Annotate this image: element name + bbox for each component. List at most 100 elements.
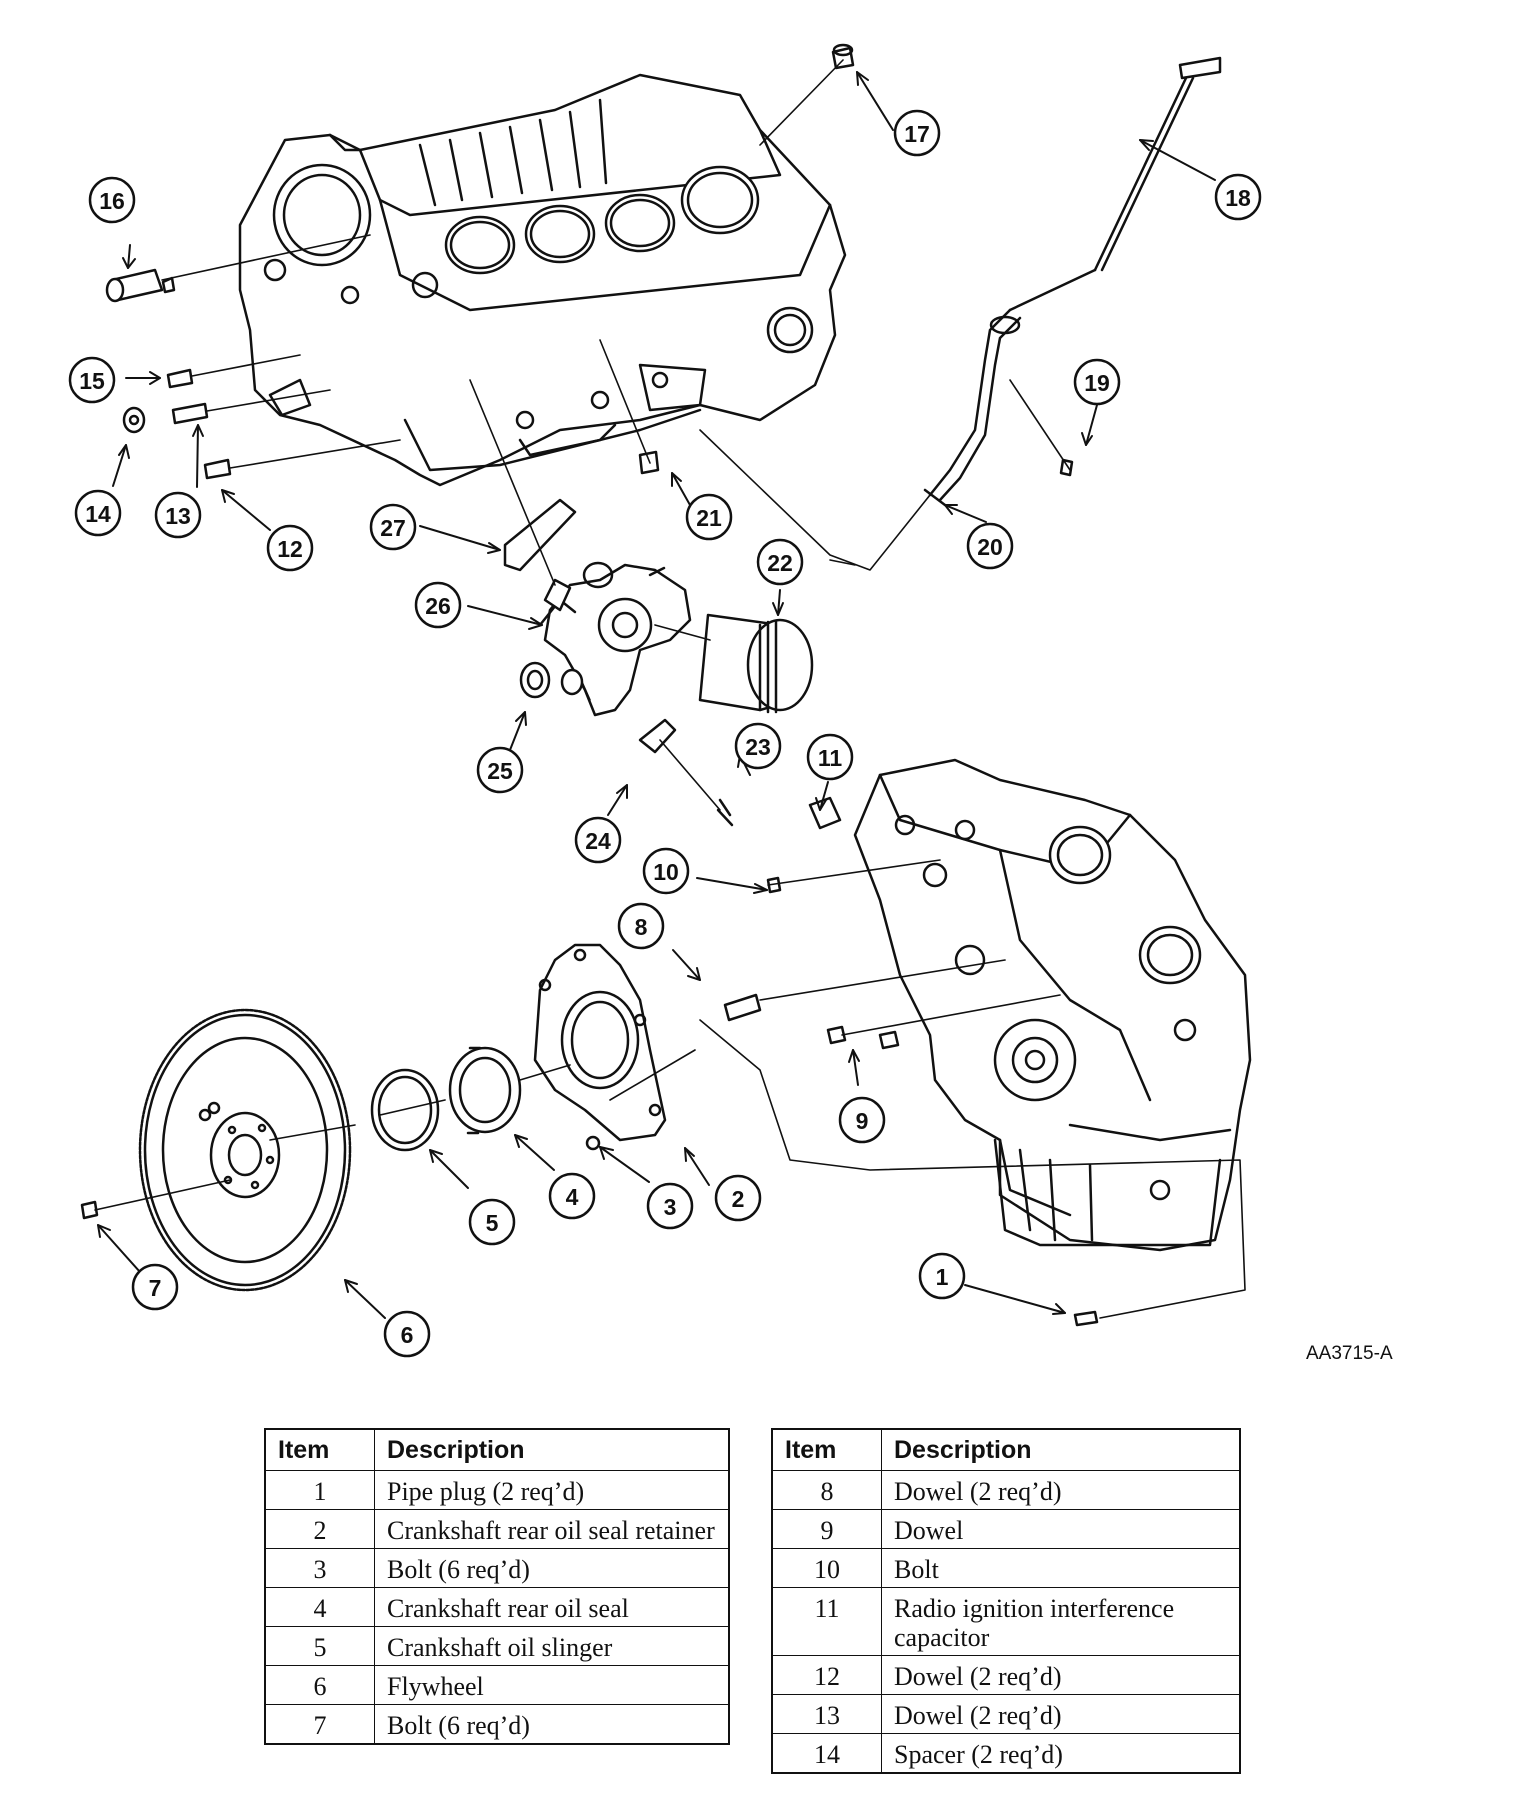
callout-label: 4 — [566, 1184, 579, 1210]
callout-label: 5 — [486, 1210, 499, 1236]
callout-4: 4 — [548, 1172, 596, 1220]
rear-seal-retainer — [533, 943, 667, 1142]
table-row: 5 Crankshaft oil slinger — [264, 1626, 730, 1666]
callout-label: 23 — [745, 734, 771, 760]
callout-label: 25 — [487, 758, 513, 784]
callout-20: 20 — [966, 522, 1014, 570]
oil-filter — [698, 613, 814, 714]
item-number: 8 — [771, 1470, 882, 1510]
callout-label: 19 — [1084, 370, 1110, 396]
callout-label: 14 — [85, 501, 111, 527]
item-number: 10 — [771, 1548, 882, 1588]
callout-14: 14 — [74, 489, 122, 537]
item-description: Bolt (6 req’d) — [374, 1548, 730, 1588]
callout-label: 6 — [401, 1322, 414, 1348]
callout-arrows — [97, 71, 1216, 1319]
callout-27: 27 — [369, 503, 417, 551]
item-description: Crankshaft rear oil seal retainer — [374, 1509, 730, 1549]
callout-1: 1 — [918, 1252, 966, 1300]
callout-22: 22 — [756, 538, 804, 586]
callout-label: 9 — [856, 1108, 869, 1134]
item-description: Dowel — [881, 1509, 1241, 1549]
callout-24: 24 — [574, 816, 622, 864]
callout-23: 23 — [734, 722, 782, 770]
description-column-header: Description — [881, 1428, 1241, 1471]
dipstick-tube — [923, 308, 1022, 507]
table-row: 4 Crankshaft rear oil seal — [264, 1587, 730, 1627]
item-number: 14 — [771, 1733, 882, 1774]
item-description: Crankshaft rear oil seal — [374, 1587, 730, 1627]
item-description: Dowel (2 req’d) — [881, 1470, 1241, 1510]
item-description: Bolt — [881, 1548, 1241, 1588]
item-number: 6 — [264, 1665, 375, 1705]
callout-label: 13 — [165, 503, 191, 529]
lower-engine-block — [853, 758, 1252, 1252]
table-row: 6 Flywheel — [264, 1665, 730, 1705]
callout-3: 3 — [646, 1182, 694, 1230]
callout-17: 17 — [893, 109, 941, 157]
callout-label: 22 — [767, 550, 793, 576]
item-description: Spacer (2 req’d) — [881, 1733, 1241, 1774]
callout-label: 12 — [277, 536, 303, 562]
callout-label: 18 — [1225, 185, 1251, 211]
callout-label: 10 — [653, 859, 679, 885]
adapter-gasket — [503, 498, 577, 612]
callout-2: 2 — [714, 1174, 762, 1222]
callout-16: 16 — [88, 176, 136, 224]
callout-label: 24 — [585, 828, 611, 854]
upper-engine-block — [238, 73, 847, 487]
small-parts — [80, 43, 1099, 1327]
table-header-row: Item Description — [771, 1428, 1241, 1471]
table-row: 3 Bolt (6 req’d) — [264, 1548, 730, 1588]
parts-table-right: Item Description 8 Dowel (2 req’d) 9 Dow… — [771, 1428, 1241, 1774]
item-description: Crankshaft oil slinger — [374, 1626, 730, 1666]
flywheel — [138, 1008, 352, 1292]
dipstick — [1008, 56, 1222, 312]
item-number: 1 — [264, 1470, 375, 1510]
callout-label: 16 — [99, 188, 125, 214]
table-row: 2 Crankshaft rear oil seal retainer — [264, 1509, 730, 1549]
leader-lines — [94, 59, 1246, 1319]
table-row: 13 Dowel (2 req’d) — [771, 1694, 1241, 1734]
callout-label: 7 — [149, 1275, 162, 1301]
exploded-engine-diagram: 1 2 3 4 5 6 7 8 — [68, 43, 1262, 1358]
callout-19: 19 — [1073, 358, 1121, 406]
item-number: 3 — [264, 1548, 375, 1588]
callout-label: 17 — [904, 121, 930, 147]
callout-21: 21 — [685, 493, 733, 541]
item-number: 4 — [264, 1587, 375, 1627]
table-row: 8 Dowel (2 req’d) — [771, 1470, 1241, 1510]
table-row: 1 Pipe plug (2 req’d) — [264, 1470, 730, 1510]
item-description: Bolt (6 req’d) — [374, 1704, 730, 1745]
item-description: Pipe plug (2 req’d) — [374, 1470, 730, 1510]
callout-12: 12 — [266, 524, 314, 572]
callout-10: 10 — [642, 847, 690, 895]
callout-11: 11 — [806, 733, 854, 781]
callout-label: 3 — [664, 1194, 677, 1220]
callout-label: 15 — [79, 368, 105, 394]
item-number: 7 — [264, 1704, 375, 1745]
figure-id: AA3715-A — [1306, 1343, 1393, 1364]
callout-7: 7 — [131, 1263, 179, 1311]
callout-18: 18 — [1214, 173, 1262, 221]
item-number: 2 — [264, 1509, 375, 1549]
callout-9: 9 — [838, 1096, 886, 1144]
item-number: 11 — [771, 1587, 882, 1656]
callout-13: 13 — [154, 491, 202, 539]
table-header-row: Item Description — [264, 1428, 730, 1471]
callout-label: 21 — [696, 505, 722, 531]
description-column-header: Description — [374, 1428, 730, 1471]
callout-label: 20 — [977, 534, 1003, 560]
item-column-header: Item — [771, 1428, 882, 1471]
item-number: 9 — [771, 1509, 882, 1549]
callout-15: 15 — [68, 356, 116, 404]
table-row: 10 Bolt — [771, 1548, 1241, 1588]
small-fittings — [519, 566, 734, 827]
item-number: 12 — [771, 1655, 882, 1695]
table-row: 14 Spacer (2 req’d) — [771, 1733, 1241, 1774]
callout-8: 8 — [617, 902, 665, 950]
callout-label: 11 — [818, 745, 843, 771]
item-description: Radio ignition interference capacitor — [881, 1587, 1241, 1656]
rear-oil-seal — [448, 1046, 522, 1135]
callout-label: 1 — [936, 1264, 949, 1290]
